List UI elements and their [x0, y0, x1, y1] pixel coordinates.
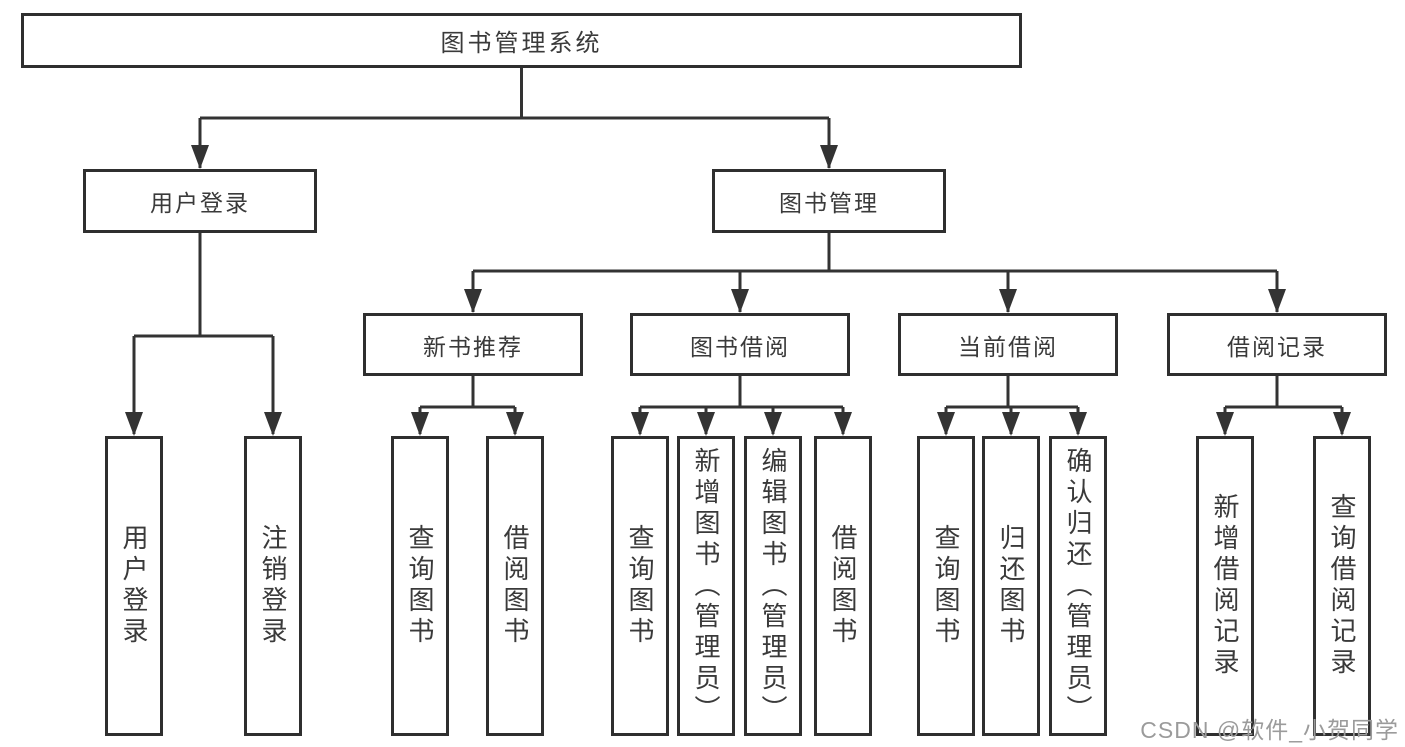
arrow-icon	[464, 289, 482, 313]
node-root: 图书管理系统	[21, 13, 1022, 68]
leaf-borrow-books: 借阅图书	[814, 436, 872, 736]
leaf-user-login: 用户登录	[105, 436, 163, 736]
arrow-icon	[937, 412, 955, 436]
arrow-icon	[264, 412, 282, 436]
node-borrow-records: 借阅记录	[1167, 313, 1387, 376]
node-book-borrow: 图书借阅	[630, 313, 850, 376]
arrow-icon	[731, 289, 749, 313]
arrow-icon	[506, 412, 524, 436]
leaf-add-borrow-record: 新增借阅记录	[1196, 436, 1254, 736]
arrow-icon	[1069, 412, 1087, 436]
leaf-return-book: 归还图书	[982, 436, 1040, 736]
arrow-icon	[1216, 412, 1234, 436]
arrow-icon	[697, 412, 715, 436]
connector-strokes	[132, 68, 1344, 434]
arrow-icon	[1268, 289, 1286, 313]
arrow-icon	[191, 145, 209, 169]
arrowheads	[125, 145, 1351, 436]
arrow-icon	[1333, 412, 1351, 436]
node-book-management: 图书管理	[712, 169, 946, 233]
node-new-book-recommend: 新书推荐	[363, 313, 583, 376]
leaf-query-books-borrow: 查询图书	[611, 436, 669, 736]
leaf-edit-book-admin: 编辑图书（管理员）	[744, 436, 802, 736]
leaf-query-borrow-record: 查询借阅记录	[1313, 436, 1371, 736]
arrow-icon	[1002, 412, 1020, 436]
leaf-confirm-return-admin: 确认归还（管理员）	[1049, 436, 1107, 736]
leaf-query-books-current: 查询图书	[917, 436, 975, 736]
arrow-icon	[834, 412, 852, 436]
node-user-login: 用户登录	[83, 169, 317, 233]
arrow-icon	[764, 412, 782, 436]
arrow-icon	[631, 412, 649, 436]
leaf-add-book-admin: 新增图书（管理员）	[677, 436, 735, 736]
leaf-logout: 注销登录	[244, 436, 302, 736]
leaf-query-books-recommend: 查询图书	[391, 436, 449, 736]
arrow-icon	[411, 412, 429, 436]
arrow-icon	[125, 412, 143, 436]
arrow-icon	[999, 289, 1017, 313]
watermark-text: CSDN @软件_小贺同学	[1140, 717, 1399, 743]
arrow-icon	[820, 145, 838, 169]
leaf-borrow-books-recommend: 借阅图书	[486, 436, 544, 736]
node-current-borrow: 当前借阅	[898, 313, 1118, 376]
